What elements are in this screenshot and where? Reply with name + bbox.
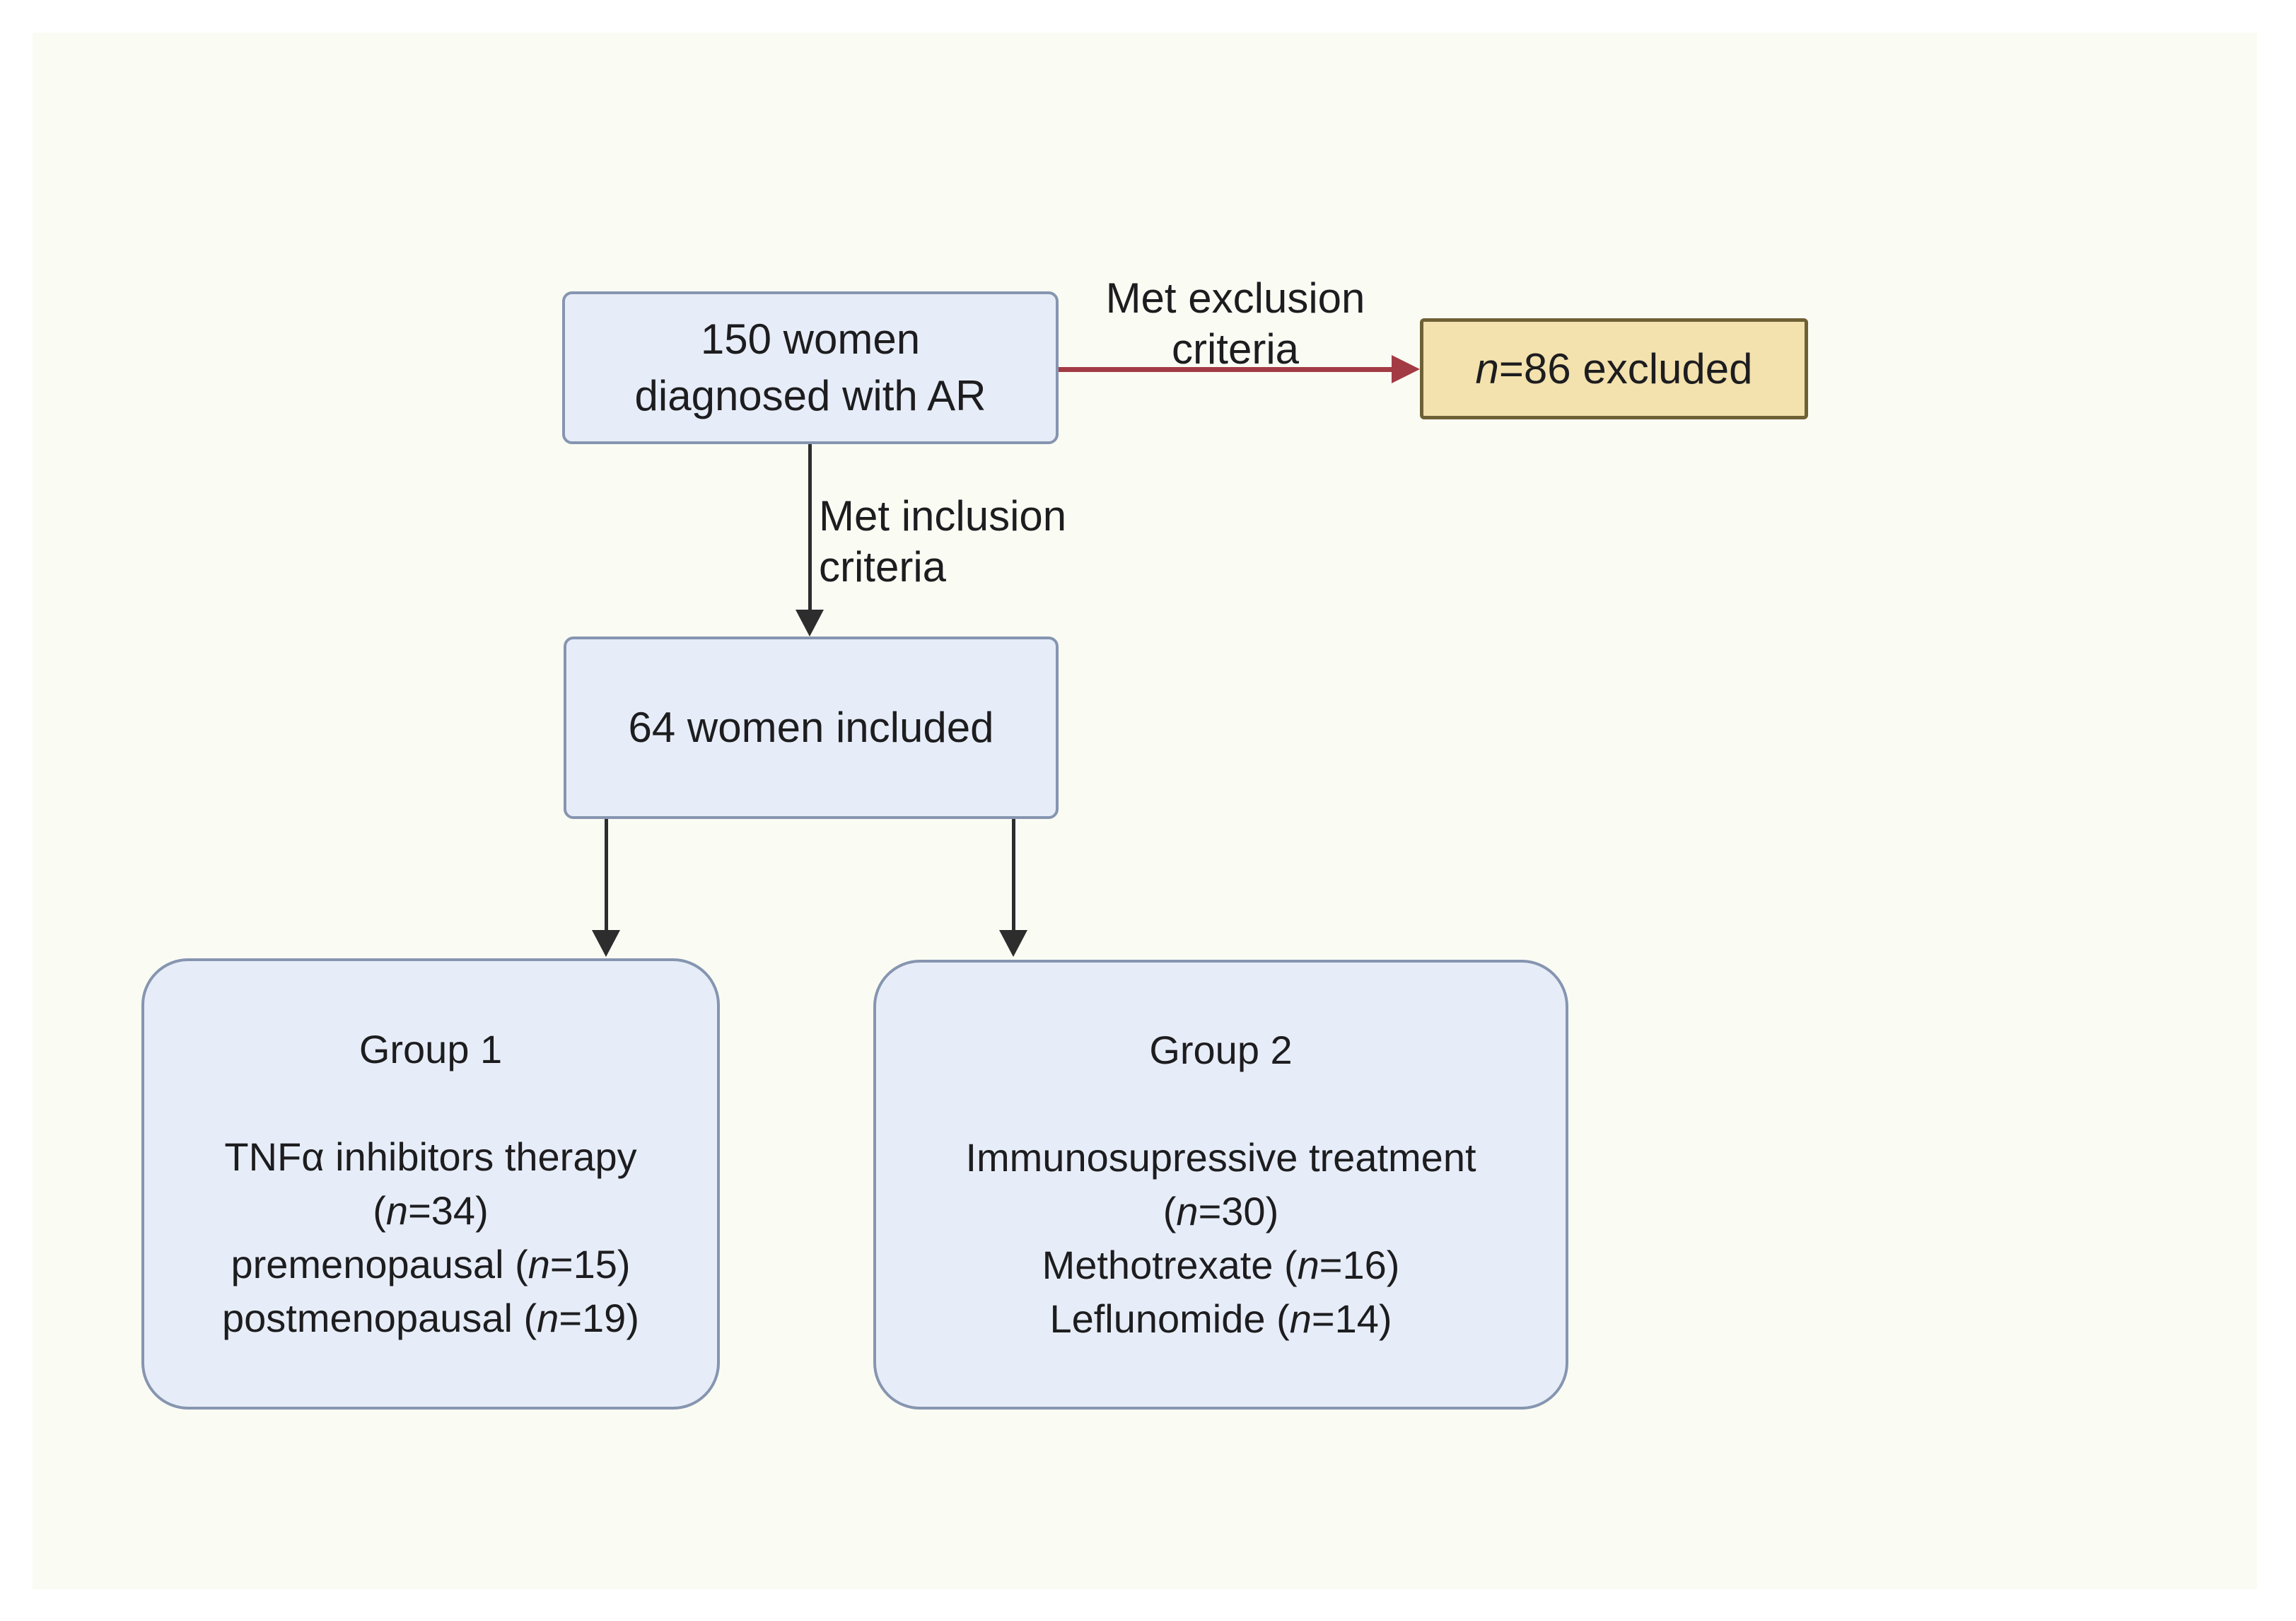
inclusion-arrowhead-icon [796, 610, 824, 637]
node-excluded: n=86 excluded [1420, 318, 1808, 419]
arrow-to-group1-line [605, 819, 608, 930]
node-64-women-included: 64 women included [564, 637, 1059, 819]
exclusion-arrowhead-icon [1392, 355, 1420, 383]
group2-arrowhead-icon [999, 930, 1027, 957]
inclusion-arrow-line [808, 444, 812, 610]
group1-arrowhead-icon [592, 930, 620, 957]
arrow-to-group2-line [1012, 819, 1015, 930]
exclusion-arrow-line [1059, 367, 1393, 372]
